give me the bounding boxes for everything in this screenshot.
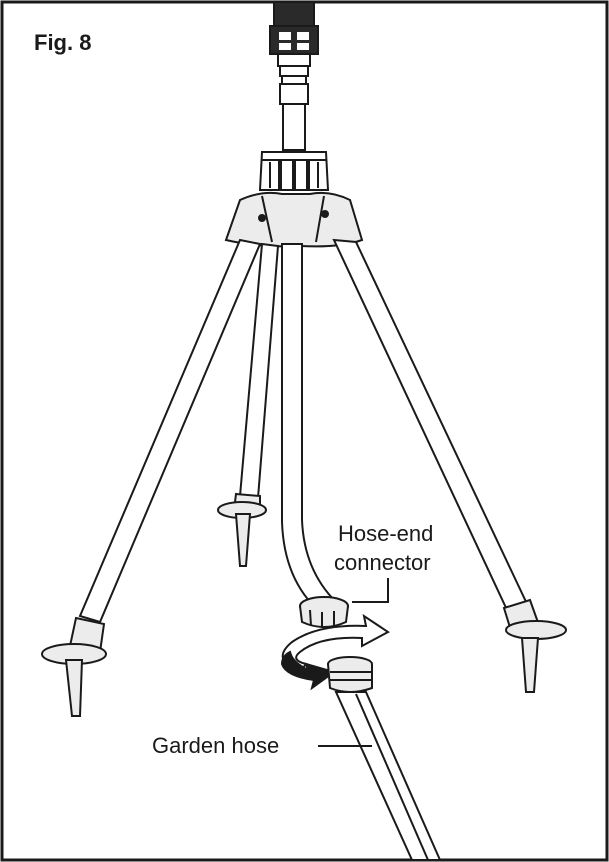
callout-garden-hose: Garden hose	[152, 733, 372, 758]
left-leg	[41, 238, 262, 717]
right-leg	[332, 238, 567, 693]
rotation-arrow-icon	[280, 613, 390, 691]
sprinkler-riser	[258, 1, 330, 191]
callout-connector-leader	[352, 578, 389, 603]
figure-label: Fig. 8	[34, 30, 91, 55]
garden-hose	[327, 656, 442, 861]
callout-connector-line1: Hose-end	[338, 521, 433, 546]
back-leg	[217, 242, 280, 567]
hose-end-connector	[299, 596, 349, 628]
callout-connector-line2: connector	[334, 550, 431, 575]
callout-garden-hose-label: Garden hose	[152, 733, 279, 758]
callout-hose-end-connector: Hose-end connector	[334, 521, 433, 603]
tripod-hub	[224, 191, 364, 248]
feed-tube	[281, 243, 338, 614]
